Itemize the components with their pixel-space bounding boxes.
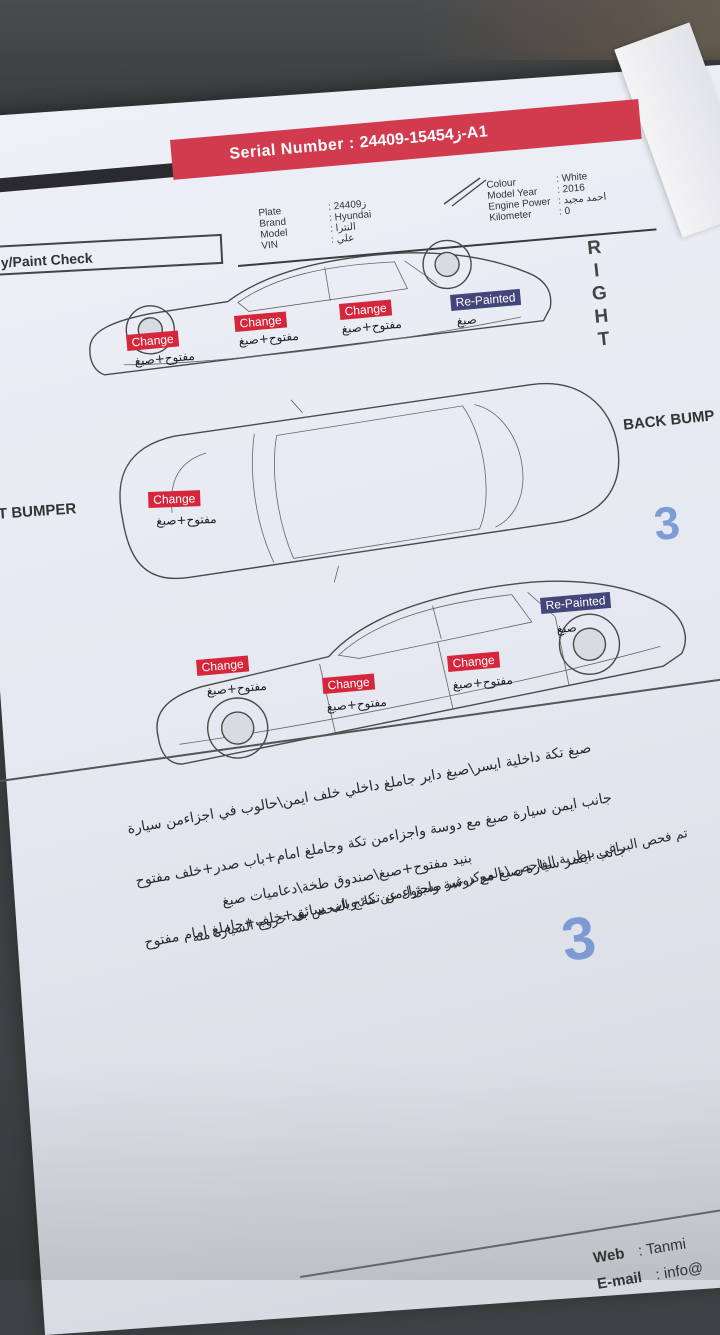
car-left-side-diagram (156, 580, 686, 765)
tag-hood: Change (148, 490, 201, 508)
car-top-view-diagram (119, 382, 620, 583)
serial-value: ﺯ15454-24409-A1 (358, 123, 489, 152)
header-swoosh-icon (443, 177, 487, 207)
note-top-front: صبغ (456, 312, 478, 328)
kilometer-value: : 0 (558, 205, 571, 218)
car-right-side-diagram (89, 239, 552, 376)
serial-label: Serial Number : (228, 134, 356, 163)
stamp-number-first: 3 (651, 495, 683, 551)
vin-value: : علي (330, 232, 355, 246)
note-hood: مفتوح+صبغ (156, 511, 217, 528)
note-bottom-rear: صبغ (556, 620, 578, 636)
